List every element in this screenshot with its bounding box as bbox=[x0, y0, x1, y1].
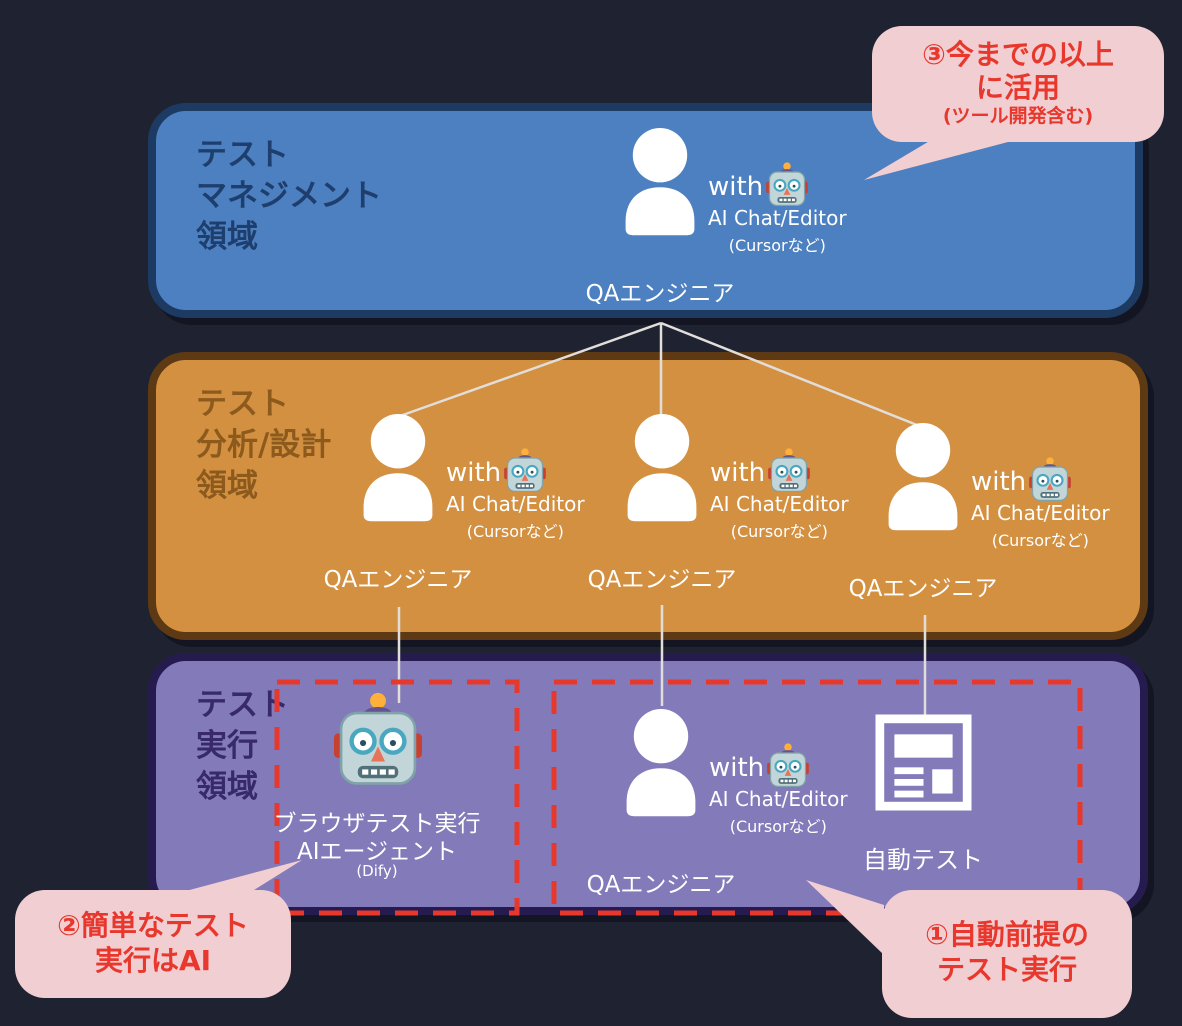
qa-engineer-label: QAエンジニア bbox=[585, 281, 735, 307]
qa-engineer-management: with AI Chat/Editor (Cursorなど) QAエンジニア bbox=[586, 128, 920, 307]
connector-line bbox=[660, 321, 923, 429]
ai-tool-block: with AI Chat/Editor (Cursorなど) bbox=[446, 448, 585, 542]
ai-tool-block: with AI Chat/Editor (Cursorなど) bbox=[709, 743, 848, 837]
agent-label-line2: AIエージェント bbox=[296, 839, 458, 865]
qa-engineer-label: QAエンジニア bbox=[587, 567, 737, 593]
ai-tool-label: AI Chat/Editor bbox=[710, 492, 849, 516]
ai-tool-label: AI Chat/Editor bbox=[709, 787, 848, 811]
callout-1-automated-test-execution: ①自動前提の テスト実行 bbox=[882, 890, 1132, 1018]
highlight-box-ai-agent bbox=[274, 679, 520, 916]
qa-engineer-label: QAエンジニア bbox=[586, 872, 736, 898]
qa-engineer-analysis-2: with AI Chat/Editor (Cursorなど) QAエンジニア bbox=[588, 414, 922, 593]
band-title-management: テスト マネジメント 領域 bbox=[196, 137, 382, 255]
with-label: with bbox=[709, 753, 765, 783]
qa-engineer-analysis-3: with AI Chat/Editor (Cursorなど) QAエンジニア bbox=[849, 423, 1182, 602]
robot-emoji-icon bbox=[767, 743, 810, 787]
qa-engineer-label: QAエンジニア bbox=[323, 567, 473, 593]
callout-3-use-more-than-ever: ③今までの以上 に活用 (ツール開発含む) bbox=[872, 26, 1164, 142]
with-label: with bbox=[971, 467, 1027, 497]
robot-emoji-icon bbox=[1029, 457, 1072, 501]
with-label: with bbox=[710, 458, 766, 488]
robot-emoji-icon bbox=[334, 692, 422, 787]
ai-tool-note: (Cursorなど) bbox=[729, 817, 827, 836]
ai-tool-note: (Cursorなど) bbox=[730, 522, 828, 541]
robot-emoji-icon bbox=[766, 162, 809, 206]
ai-tool-block: with AI Chat/Editor (Cursorなど) bbox=[971, 457, 1110, 551]
robot-emoji-icon bbox=[768, 448, 811, 492]
auto-test-unit: 自動テスト bbox=[863, 714, 983, 874]
person-icon bbox=[621, 709, 701, 821]
ai-tool-label: AI Chat/Editor bbox=[971, 501, 1110, 525]
robot-emoji-icon bbox=[504, 448, 547, 492]
ai-tool-label: AI Chat/Editor bbox=[446, 492, 585, 516]
qa-engineer-analysis-1: with AI Chat/Editor (Cursorなど) QAエンジニア bbox=[324, 414, 658, 593]
band-title-analysis: テスト 分析/設計 領域 bbox=[196, 386, 332, 504]
connector-line bbox=[399, 321, 662, 418]
ai-tool-note: (Cursorなど) bbox=[728, 236, 826, 255]
band-title-execution: テスト 実行 領域 bbox=[196, 687, 289, 805]
ai-tool-note: (Cursorなど) bbox=[991, 531, 1089, 550]
auto-test-label: 自動テスト bbox=[863, 846, 983, 874]
person-icon bbox=[883, 423, 963, 535]
ai-tool-block: with AI Chat/Editor (Cursorなど) bbox=[710, 448, 849, 542]
person-icon bbox=[620, 128, 700, 240]
agent-note: (Dify) bbox=[356, 862, 398, 880]
agent-label-line1: ブラウザテスト実行 bbox=[273, 811, 481, 837]
qa-engineer-execution: with AI Chat/Editor (Cursorなど) QAエンジニア bbox=[587, 709, 921, 898]
person-icon bbox=[358, 414, 438, 526]
ai-tool-label: AI Chat/Editor bbox=[708, 206, 847, 230]
document-test-icon bbox=[875, 714, 972, 811]
callout-3-note: (ツール開発含む) bbox=[942, 105, 1094, 127]
ai-tool-block: with AI Chat/Editor (Cursorなど) bbox=[708, 162, 847, 256]
with-label: with bbox=[708, 172, 764, 202]
callout-2-simple-tests-by-ai: ②簡単なテスト 実行はAI bbox=[15, 890, 291, 998]
person-icon bbox=[622, 414, 702, 526]
browser-test-ai-agent: ブラウザテスト実行 AIエージェント (Dify) bbox=[274, 692, 481, 880]
ai-tool-note: (Cursorなど) bbox=[466, 522, 564, 541]
qa-engineer-label: QAエンジニア bbox=[848, 576, 998, 602]
with-label: with bbox=[446, 458, 502, 488]
